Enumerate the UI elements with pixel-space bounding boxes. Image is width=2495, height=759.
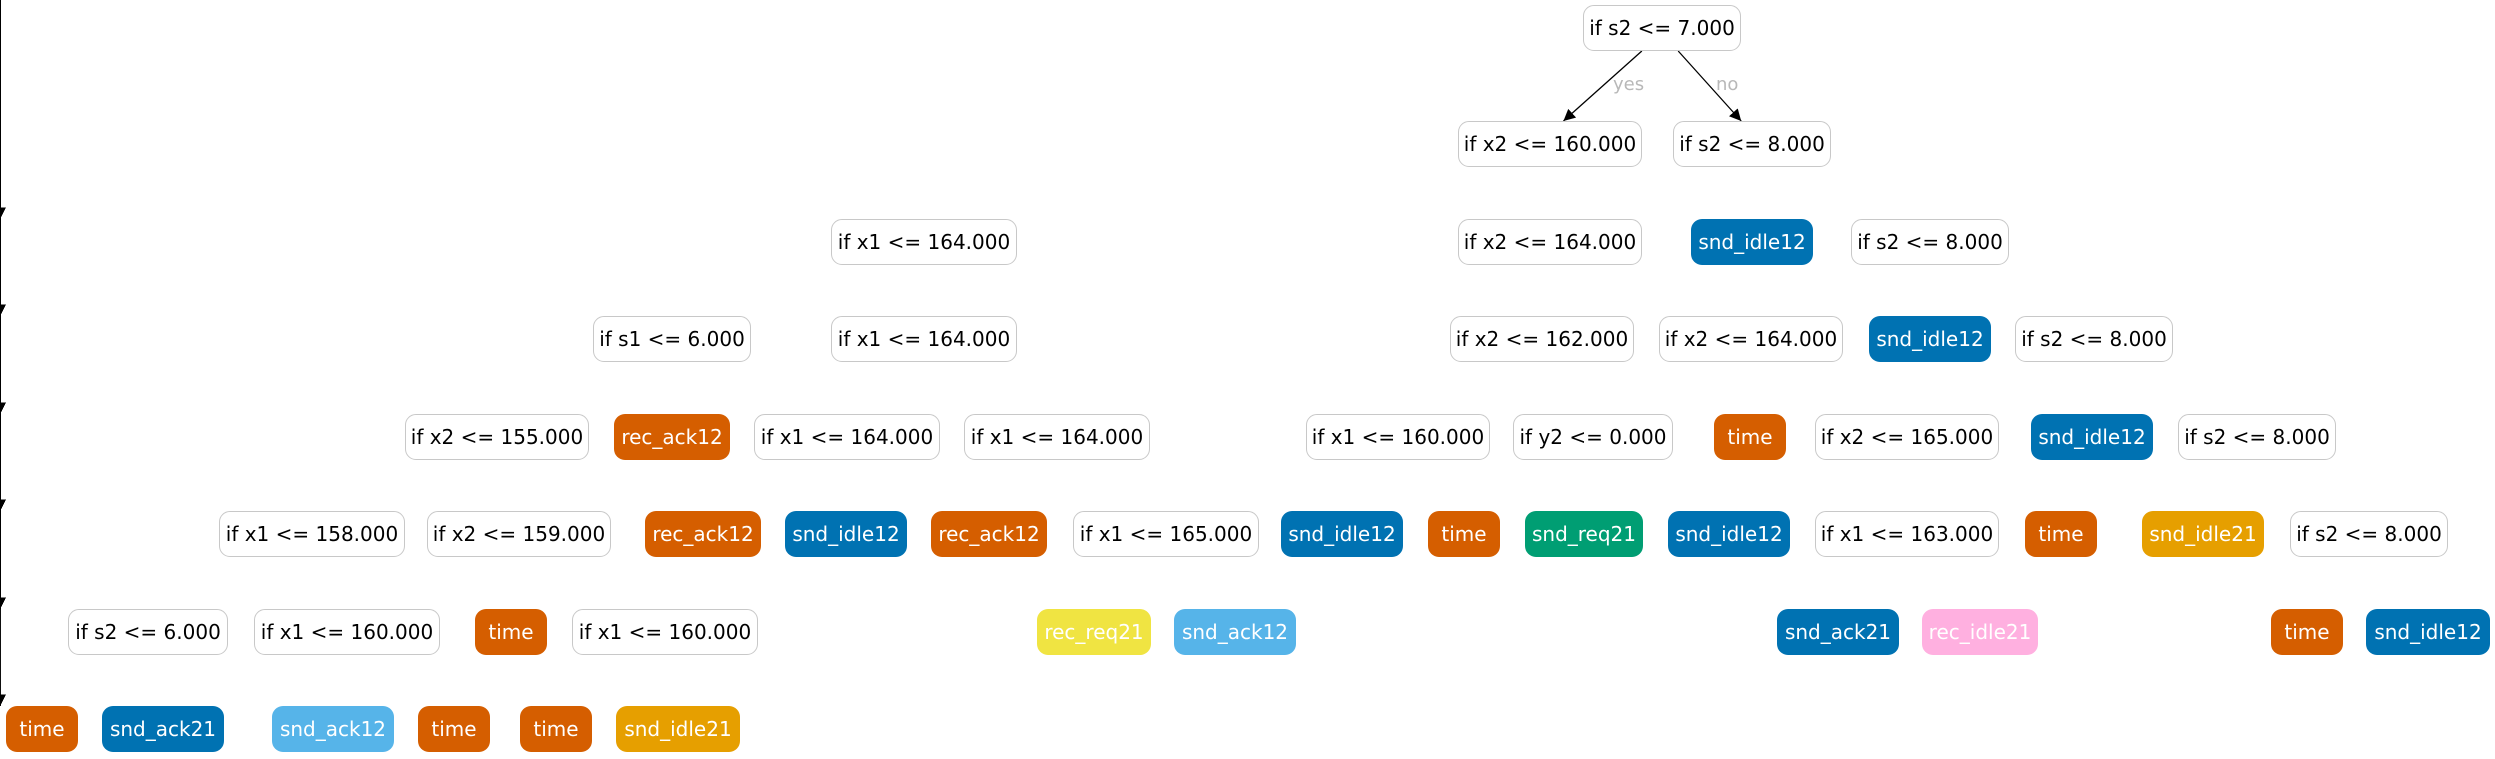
leaf-n5: snd_idle12	[1691, 219, 1813, 265]
node-n15: if x1 <= 164.000	[754, 414, 940, 460]
node-n18: if y2 <= 0.000	[1513, 414, 1673, 460]
leaf-n39: time	[475, 609, 547, 655]
leaf-n47: time	[6, 706, 78, 752]
leaf-n52: snd_idle21	[616, 706, 740, 752]
node-n3: if x1 <= 164.000	[831, 219, 1017, 265]
node-n40: if x1 <= 160.000	[572, 609, 758, 655]
leaf-n31: snd_req21	[1525, 511, 1643, 557]
node-n16: if x1 <= 164.000	[964, 414, 1150, 460]
node-n8: if x1 <= 164.000	[831, 316, 1017, 362]
node-n10: if x2 <= 164.000	[1659, 316, 1843, 362]
leaf-n50: time	[418, 706, 490, 752]
leaf-n41: rec_req21	[1037, 609, 1151, 655]
node-n17: if x1 <= 160.000	[1306, 414, 1490, 460]
node-n12: if s2 <= 8.000	[2015, 316, 2173, 362]
leaf-n30: time	[1428, 511, 1500, 557]
edge-n0-n1	[1563, 50, 1643, 122]
leaf-n35: snd_idle21	[2142, 511, 2264, 557]
node-n1: if x2 <= 160.000	[1458, 121, 1642, 167]
leaf-n49: snd_ack12	[272, 706, 394, 752]
node-n24: if x2 <= 159.000	[427, 511, 611, 557]
leaf-n14: rec_ack12	[614, 414, 730, 460]
node-n13: if x2 <= 155.000	[405, 414, 589, 460]
node-n0: if s2 <= 7.000	[1583, 5, 1741, 51]
node-n22: if s2 <= 8.000	[2178, 414, 2336, 460]
node-n7: if s1 <= 6.000	[593, 316, 751, 362]
leaf-n51: time	[520, 706, 592, 752]
edge-n0-n2	[1677, 50, 1742, 122]
node-n9: if x2 <= 162.000	[1450, 316, 1634, 362]
leaf-n43: snd_ack21	[1777, 609, 1899, 655]
leaf-n32: snd_idle12	[1668, 511, 1790, 557]
leaf-n46: snd_idle12	[2366, 609, 2490, 655]
node-n6: if s2 <= 8.000	[1851, 219, 2009, 265]
node-n33: if x1 <= 163.000	[1815, 511, 1999, 557]
leaf-n25: rec_ack12	[645, 511, 761, 557]
node-n20: if x2 <= 165.000	[1815, 414, 1999, 460]
edge-label-no: no	[1716, 74, 1739, 95]
leaf-n19: time	[1714, 414, 1786, 460]
node-n2: if s2 <= 8.000	[1673, 121, 1831, 167]
leaf-n27: rec_ack12	[931, 511, 1047, 557]
edge-label-yes: yes	[1613, 74, 1645, 95]
leaf-n44: rec_idle21	[1922, 609, 2038, 655]
leaf-n11: snd_idle12	[1869, 316, 1991, 362]
leaf-n34: time	[2025, 511, 2097, 557]
leaf-n45: time	[2271, 609, 2343, 655]
node-n23: if x1 <= 158.000	[219, 511, 405, 557]
leaf-n29: snd_idle12	[1281, 511, 1403, 557]
node-n28: if x1 <= 165.000	[1073, 511, 1259, 557]
leaf-n48: snd_ack21	[102, 706, 224, 752]
leaf-n21: snd_idle12	[2031, 414, 2153, 460]
node-n38: if x1 <= 160.000	[254, 609, 440, 655]
leaf-n26: snd_idle12	[785, 511, 907, 557]
node-n37: if s2 <= 6.000	[68, 609, 228, 655]
leaf-n42: snd_ack12	[1174, 609, 1296, 655]
node-n36: if s2 <= 8.000	[2290, 511, 2448, 557]
node-n4: if x2 <= 164.000	[1458, 219, 1642, 265]
